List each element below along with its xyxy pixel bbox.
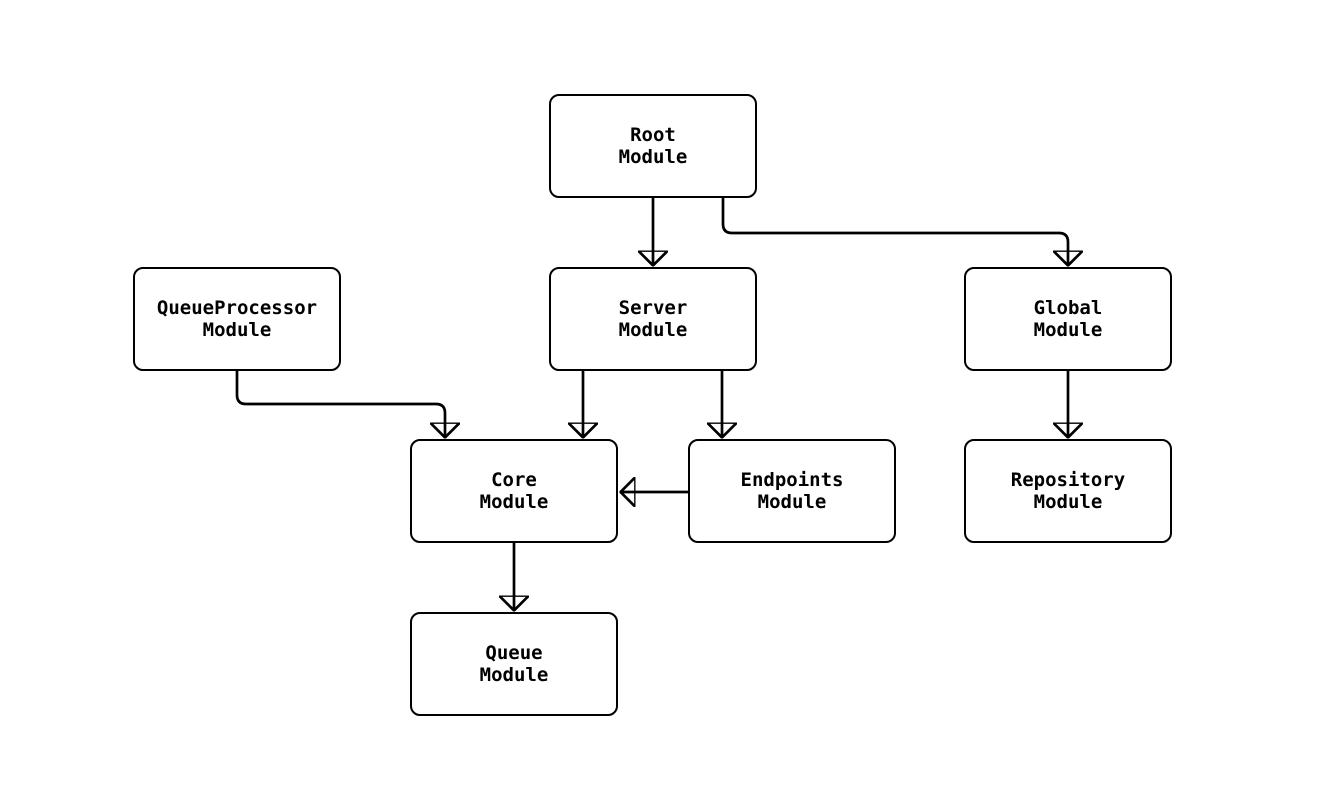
node-root-module-label: Root Module — [618, 124, 688, 168]
edge-queueprocessor-to-core — [235, 371, 445, 437]
node-repository-module: Repository Module — [964, 439, 1172, 543]
node-repository-module-label: Repository Module — [1010, 469, 1126, 513]
node-queue-module-label: Queue Module — [479, 642, 549, 686]
node-core-module: Core Module — [410, 439, 618, 543]
edge-root-to-global — [721, 198, 1068, 265]
node-endpoints-module-label: Endpoints Module — [740, 469, 844, 513]
node-endpoints-module: Endpoints Module — [688, 439, 896, 543]
node-server-module: Server Module — [549, 267, 757, 371]
node-queueprocessor-module-label: QueueProcessor Module — [156, 297, 318, 341]
node-queue-module: Queue Module — [410, 612, 618, 716]
node-server-module-label: Server Module — [618, 297, 688, 341]
node-queueprocessor-module: QueueProcessor Module — [133, 267, 341, 371]
node-root-module: Root Module — [549, 94, 757, 198]
node-global-module: Global Module — [964, 267, 1172, 371]
node-global-module-label: Global Module — [1033, 297, 1103, 341]
node-core-module-label: Core Module — [479, 469, 549, 513]
